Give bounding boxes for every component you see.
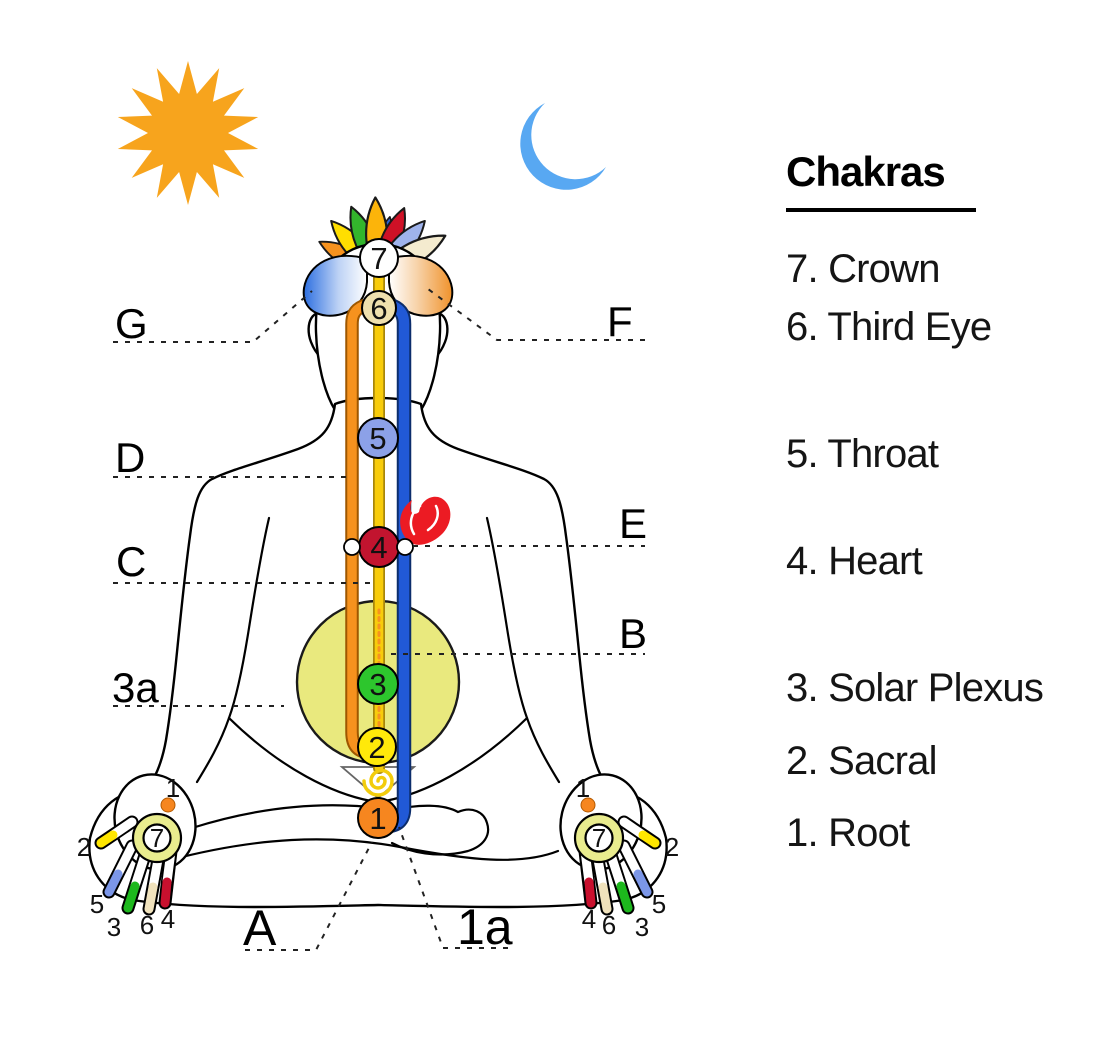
right-thumb-tip xyxy=(638,830,660,848)
leader-lines xyxy=(113,288,645,951)
crown-wings xyxy=(302,254,454,317)
chakra-1-node xyxy=(357,797,399,839)
chakra-node-numbers: 7 6 5 4 3 2 1 xyxy=(368,241,387,836)
right-index-number: 5 xyxy=(652,889,666,919)
moon-icon xyxy=(520,103,606,190)
leader-1a xyxy=(398,826,508,949)
right-palm-ring-center xyxy=(584,823,614,853)
right-middle-tip xyxy=(616,881,633,913)
chakra-6-number: 6 xyxy=(370,291,387,326)
chakra-7-node xyxy=(359,238,399,278)
left-ring-number: 6 xyxy=(140,910,154,940)
pointer-letters: G F D C 3a E B A 1a xyxy=(112,298,647,956)
left-ring-tip xyxy=(144,882,158,914)
left-index-tip xyxy=(104,869,123,897)
right-middle-number: 3 xyxy=(635,912,649,942)
inner-arm-left xyxy=(195,516,271,784)
bottom-leg-line xyxy=(168,838,560,862)
pointer-label-b: B xyxy=(619,610,647,657)
pointer-label-e: E xyxy=(619,500,647,547)
chakra-6-node xyxy=(361,290,397,326)
chakra-5-number: 5 xyxy=(369,421,386,456)
left-hand: 7 1 2 5 3 6 4 xyxy=(77,773,197,942)
pointer-label-d: D xyxy=(115,434,145,481)
shin-foot-line xyxy=(190,804,490,856)
leader-f xyxy=(427,288,645,341)
pointer-label-g: G xyxy=(115,300,148,347)
inner-arm-right xyxy=(485,516,561,784)
right-thumb-number: 2 xyxy=(665,832,679,862)
left-palm-ring-center xyxy=(142,823,172,853)
pointer-label-f: F xyxy=(607,298,633,345)
right-pinky-tip xyxy=(584,877,596,908)
chakra-7-number: 7 xyxy=(370,241,387,276)
right-hand: 7 1 2 5 3 6 4 xyxy=(559,773,679,942)
left-thumb-tip xyxy=(96,830,118,848)
chakra-nodes xyxy=(357,238,400,839)
pointer-label-3a: 3a xyxy=(112,664,159,711)
pointer-label-a: A xyxy=(243,900,277,956)
heart-dot-right xyxy=(396,538,414,556)
left-middle-tip xyxy=(123,881,140,913)
right-ring-number: 6 xyxy=(602,910,616,940)
right-root-dot xyxy=(580,797,596,813)
heart-dot-left xyxy=(343,538,361,556)
pointer-label-c: C xyxy=(116,538,146,585)
sun-icon xyxy=(117,61,259,205)
chakra-3-number: 3 xyxy=(369,667,386,702)
right-hand-numbers: 1 2 5 3 6 4 xyxy=(576,773,679,942)
left-palm-number: 7 xyxy=(150,823,164,853)
chakra-2-node xyxy=(357,727,397,767)
chakra-4-number: 4 xyxy=(370,530,387,565)
right-pinky-number: 4 xyxy=(582,904,596,934)
kundalini-spiral-icon xyxy=(362,768,394,797)
right-dot-number: 1 xyxy=(576,773,590,803)
chakra-3-node xyxy=(357,663,399,705)
chakra-2-number: 2 xyxy=(368,730,385,765)
left-middle-number: 3 xyxy=(107,912,121,942)
left-pinky-number: 4 xyxy=(161,904,175,934)
flame-icon xyxy=(400,496,451,545)
pointer-label-1a: 1a xyxy=(457,899,513,955)
left-thumb-number: 2 xyxy=(77,832,91,862)
right-ring-tip xyxy=(598,882,612,914)
left-hand-numbers: 1 2 5 3 6 4 xyxy=(77,773,180,942)
crown-wing-right xyxy=(388,254,454,317)
crown-wing-left xyxy=(302,254,368,317)
right-palm-number: 7 xyxy=(592,823,606,853)
chakra-5-node xyxy=(357,417,399,459)
chakra-1-number: 1 xyxy=(369,801,386,836)
left-root-dot xyxy=(160,797,176,813)
left-pinky-tip xyxy=(160,877,172,908)
thigh-line-left xyxy=(227,716,373,803)
left-dot-number: 1 xyxy=(166,773,180,803)
left-index-number: 5 xyxy=(90,889,104,919)
flame-highlight xyxy=(409,504,439,536)
right-index-tip xyxy=(633,869,652,897)
